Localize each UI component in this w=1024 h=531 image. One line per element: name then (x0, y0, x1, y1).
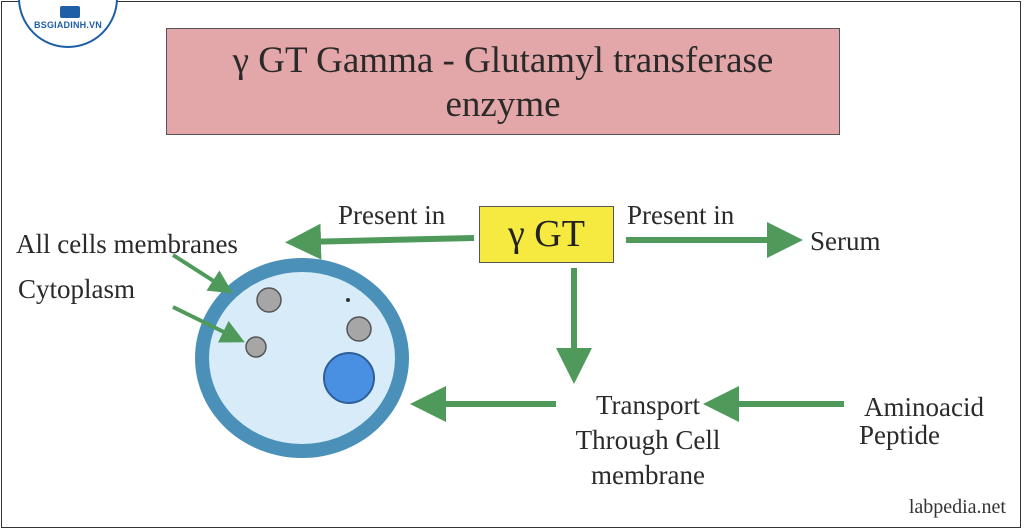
organelle (245, 336, 267, 358)
label-all-cells-membranes: All cells membranes (16, 229, 238, 259)
label-peptide: Peptide (859, 420, 940, 450)
ggt-box: γ GT (479, 206, 614, 263)
label-present-in-right: Present in (627, 200, 735, 230)
title-line-1: γ GT Gamma - Glutamyl transferase (232, 40, 774, 81)
watermark: labpedia.net (908, 496, 1006, 518)
label-transport-line-3: membrane (591, 460, 705, 490)
arrow-present-in-left (285, 223, 475, 260)
label-cytoplasm: Cytoplasm (18, 274, 136, 304)
title-box: γ GT Gamma - Glutamyl transferase enzyme (166, 28, 840, 135)
organelle (256, 287, 282, 313)
arrow-cytoplasm-pointer (172, 305, 245, 343)
title-line-2: enzyme (445, 84, 561, 125)
label-transport-line-2: Through Cell (575, 425, 721, 455)
arrow-membrane-pointer (171, 253, 234, 294)
arrows (171, 222, 844, 422)
nucleus (323, 352, 375, 404)
label-aminoacid: Aminoacid (864, 392, 984, 422)
label-serum: Serum (810, 226, 881, 256)
cell (195, 258, 409, 458)
organelle (346, 316, 372, 342)
cell-cytoplasm (209, 272, 395, 444)
label-present-in-left: Present in (338, 200, 446, 230)
label-transport-line-1: Transport (595, 390, 701, 420)
logo-text: BSGIADINH.VN (34, 20, 102, 30)
logo-icon (60, 6, 80, 18)
cell-dot (346, 298, 350, 302)
